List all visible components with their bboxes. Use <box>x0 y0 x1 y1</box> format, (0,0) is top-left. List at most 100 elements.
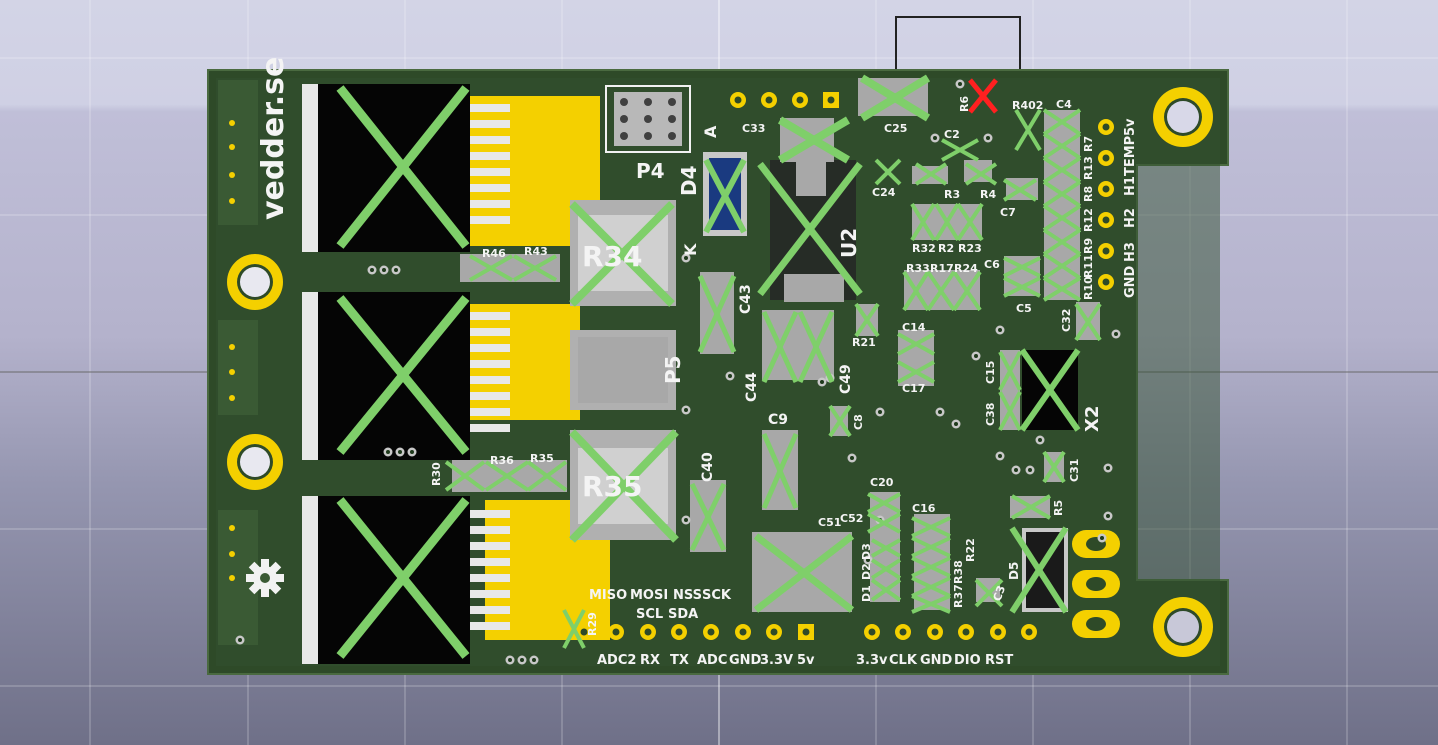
label-r17: R17 <box>930 262 954 275</box>
dnp-marker <box>757 161 863 297</box>
via-hole <box>728 374 732 378</box>
dnp-marker <box>911 594 951 614</box>
pin-hole <box>770 628 778 636</box>
label-c7: C7 <box>1000 206 1016 219</box>
swd-label-gnd: GND <box>920 653 953 668</box>
label-k: K <box>681 243 700 256</box>
via-hole <box>958 82 962 86</box>
label-d3: D3 <box>860 543 873 560</box>
via-hole <box>974 354 978 358</box>
comm-label-mosi: MOSI <box>630 588 668 603</box>
pin-hole <box>765 96 773 104</box>
dnp-marker <box>911 516 951 538</box>
pin-hole <box>1102 185 1110 193</box>
dnp-marker <box>689 482 727 552</box>
label-r24: R24 <box>954 262 978 275</box>
label-r8: R8 <box>1082 186 1095 202</box>
via-hole <box>1014 468 1018 472</box>
via-hole <box>1106 466 1110 470</box>
pin-hole <box>802 628 810 636</box>
label-c4: C4 <box>1056 98 1072 111</box>
edge-pad <box>229 172 235 178</box>
via-hole <box>933 136 937 140</box>
label-p5: P5 <box>661 355 685 384</box>
comm-label-gnd: GND <box>729 653 762 668</box>
swd-label-clk: CLK <box>889 653 918 668</box>
dnp-marker <box>1009 526 1069 614</box>
label-r36: R36 <box>490 454 514 467</box>
label-r35-big: R35 <box>582 470 643 503</box>
via-hole <box>684 256 688 260</box>
label-p4: P4 <box>636 159 665 183</box>
pin-hole <box>707 628 715 636</box>
dnp-marker <box>1010 494 1052 520</box>
label-r13: R13 <box>1082 156 1095 180</box>
label-c31: C31 <box>1068 459 1081 482</box>
label-c51: C51 <box>818 516 841 529</box>
dnp-marker <box>867 512 901 534</box>
dnp-marker <box>1019 348 1081 432</box>
comm-label-adc: ADC <box>697 653 727 668</box>
pin-hole <box>994 628 1002 636</box>
dnp-marker <box>336 295 470 455</box>
via-hole <box>386 450 390 454</box>
pin-hole <box>1102 154 1110 162</box>
label-c6: C6 <box>984 258 1000 271</box>
via-hole <box>954 422 958 426</box>
dnp-marker <box>871 538 901 558</box>
via-hole <box>410 450 414 454</box>
dnp-marker <box>761 433 799 509</box>
dnp-marker <box>1014 108 1042 152</box>
via-hole <box>508 658 512 662</box>
label-r35: R35 <box>530 452 554 465</box>
via-hole <box>532 658 536 662</box>
oval-pads <box>1072 530 1120 638</box>
label-r6: R6 <box>958 96 971 112</box>
dnp-marker <box>1042 450 1066 484</box>
dnp-marker <box>911 556 951 578</box>
dnp-marker <box>797 310 835 384</box>
comm-label-3v3: 3.3V <box>760 653 793 668</box>
label-c17: C17 <box>902 382 925 395</box>
dnp-marker <box>926 270 956 312</box>
label-c43: C43 <box>738 284 754 314</box>
via-hole <box>520 658 524 662</box>
label-r3: R3 <box>944 188 960 201</box>
dnp-marker <box>998 391 1022 431</box>
via-hole <box>1100 536 1104 540</box>
via-hole <box>998 454 1002 458</box>
via-hole <box>394 268 398 272</box>
dnp-marker <box>569 429 679 543</box>
dnp-marker <box>1042 132 1082 160</box>
label-c33: C33 <box>742 122 765 135</box>
via-hole <box>938 410 942 414</box>
label-x2: X2 <box>1082 406 1103 432</box>
label-c16: C16 <box>912 502 936 515</box>
label-c20: C20 <box>870 476 894 489</box>
label-c15: C15 <box>984 361 997 384</box>
mounting-holes <box>227 87 1213 657</box>
label-r30: R30 <box>430 462 443 486</box>
via-hole <box>998 328 1002 332</box>
label-r5: R5 <box>1052 500 1065 516</box>
via-hole <box>1106 514 1110 518</box>
pin-hole <box>962 628 970 636</box>
dnp-marker <box>874 158 902 186</box>
label-r7: R7 <box>1082 136 1095 152</box>
pin-hole <box>796 96 804 104</box>
label-d2: D2 <box>860 563 873 580</box>
label-r9: R9 <box>1082 238 1095 254</box>
dnp-marker <box>1003 256 1041 278</box>
dnp-marker <box>934 202 960 242</box>
dnp-marker <box>526 460 568 492</box>
edge-pad <box>229 525 235 531</box>
swd-label-rst: RST <box>985 653 1013 668</box>
swd-label-3v3: 3.3v <box>856 653 888 668</box>
header-pins <box>576 92 1114 640</box>
error-marker <box>968 78 998 114</box>
dnp-marker <box>569 201 675 307</box>
via-hole <box>684 518 688 522</box>
dnp-marker <box>484 460 530 492</box>
comm-label-miso: MISO <box>589 588 627 603</box>
